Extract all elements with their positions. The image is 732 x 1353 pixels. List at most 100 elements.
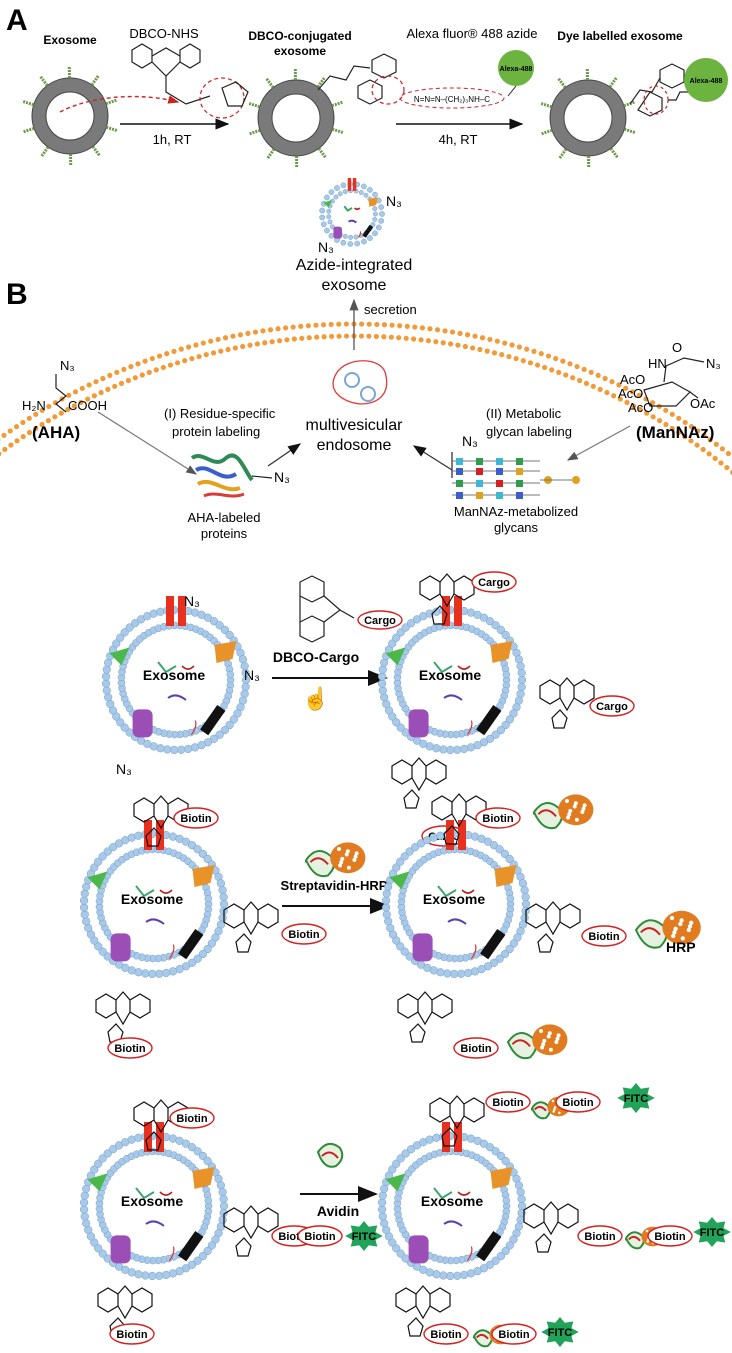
membrane-lipid-outer: [545, 353, 552, 359]
lipid-head-inner: [326, 208, 332, 214]
membrane-lipid-inner: [484, 348, 490, 354]
lipid-head-outer: [509, 939, 518, 948]
membrane-lipid-outer: [588, 369, 594, 375]
membrane-lipid-inner: [343, 333, 350, 339]
lipid-head-outer: [134, 1270, 143, 1279]
benzene-ring: [425, 759, 447, 785]
membrane-lipid-outer: [509, 342, 515, 348]
benzene-ring: [257, 1207, 279, 1233]
lipid-head-outer: [485, 1143, 495, 1152]
membrane-lipid-inner: [262, 340, 268, 346]
membrane-lipid-outer: [128, 363, 134, 370]
hrp-atom: [679, 918, 684, 923]
streptavidin-ribbon-red: [476, 1333, 489, 1340]
lipid-head-inner: [329, 224, 335, 230]
benzene-ring: [131, 1287, 153, 1313]
membrane-lipid-outer: [567, 361, 573, 367]
membrane-lipid-inner: [637, 406, 643, 413]
lipid-head-outer: [505, 1241, 514, 1250]
black-protein: [480, 928, 506, 960]
membrane-lipid-outer: [359, 321, 365, 327]
lipid-head-outer: [378, 665, 387, 674]
hrp-product-exosome: Exosome: [423, 891, 485, 907]
membrane-lipid-outer: [695, 428, 701, 434]
streptavidin-ribbon: [506, 1032, 538, 1060]
cyclooctyne-ring: [117, 1285, 133, 1320]
membrane-lipid-outer: [472, 333, 478, 339]
benzene-ring: [429, 1287, 451, 1313]
fitc-star: [617, 1083, 655, 1113]
lipid-head-outer: [116, 718, 125, 727]
lipid-head-outer: [405, 847, 414, 856]
lipid-head-outer: [319, 207, 326, 214]
lipid-head-outer: [120, 628, 129, 637]
membrane-lipid-inner: [411, 336, 417, 342]
lipid-head-inner: [342, 189, 348, 195]
path2-line2: glycan labeling: [486, 424, 572, 439]
tag-label: Biotin: [562, 1097, 593, 1109]
red-protein: [442, 1122, 450, 1152]
lipid-head-outer: [334, 185, 340, 191]
membrane-lipid-inner: [688, 438, 694, 444]
benzene-ring: [453, 575, 475, 601]
membrane-lipid-outer: [237, 332, 244, 338]
membrane-lipid-outer: [538, 351, 544, 357]
membrane-lipid-outer: [636, 392, 642, 398]
membrane-lipid-inner: [491, 350, 498, 356]
cargo-exosome-label: Exosome: [143, 667, 205, 683]
tag-label: Cargo: [596, 701, 628, 713]
lipid-head-outer: [127, 833, 136, 842]
surface-hair: [90, 74, 101, 86]
triazole-ring: [551, 709, 568, 729]
lipid-head-outer: [396, 628, 405, 637]
lipid-head-outer: [496, 1252, 505, 1261]
lipid-head-outer: [517, 1201, 527, 1211]
membrane-lipid-inner: [718, 460, 724, 466]
surface-hair: [608, 76, 619, 88]
hrp-atom: [678, 921, 683, 927]
inner-protein: [437, 885, 457, 898]
membrane-lipid-outer: [343, 321, 349, 327]
gray-exosome-2: [247, 67, 345, 169]
red-protein: [454, 596, 462, 626]
red-protein: [347, 178, 352, 191]
reagent-cargo-tag: [357, 610, 403, 630]
red-protein: [166, 596, 174, 626]
endosome-body: [332, 360, 388, 405]
streptavidin-hrp-reagent: [304, 842, 366, 878]
tag-ellipse: [485, 1091, 531, 1113]
membrane-lipid-outer: [581, 366, 587, 373]
dbco-cargo-label: DBCO-Cargo: [273, 649, 359, 665]
lipid-head-outer: [380, 693, 389, 702]
hrp-atom: [339, 860, 344, 865]
lipid-head-inner: [226, 670, 235, 679]
hrp-atom: [541, 1042, 546, 1047]
exosome-fitc-right: [377, 1122, 527, 1281]
membrane-lipid-inner: [105, 386, 111, 392]
surface-hair: [623, 127, 637, 135]
surface-hair: [265, 148, 276, 160]
lipid-head-outer: [496, 726, 505, 735]
lipid-head-inner: [353, 234, 359, 240]
membrane-lipid-inner: [210, 350, 217, 356]
lipid-head-outer: [102, 665, 111, 674]
lipid-head-outer: [207, 939, 216, 948]
lipid-head-outer: [501, 1156, 510, 1166]
membrane-lipid-outer: [114, 369, 120, 375]
hrp-label: HRP: [666, 939, 696, 955]
tag-ellipse: [173, 807, 219, 829]
glycan-sugar: [516, 480, 523, 487]
membrane-lipid-inner: [396, 335, 402, 341]
lipid-head-outer: [377, 672, 387, 681]
lipid-head-outer: [141, 1271, 150, 1280]
membrane-lipid-inner: [617, 396, 623, 402]
stage3-title: Dye labelled exosome: [557, 29, 683, 43]
lipid-head-outer: [491, 1256, 500, 1265]
tag-label: Biotin: [180, 813, 211, 825]
lipid-head-outer: [496, 1151, 505, 1160]
lipid-head-outer: [328, 232, 335, 239]
lipid-head-outer: [388, 1165, 397, 1174]
lipid-head-outer: [90, 1165, 99, 1174]
membrane-lipid-outer: [676, 415, 682, 421]
